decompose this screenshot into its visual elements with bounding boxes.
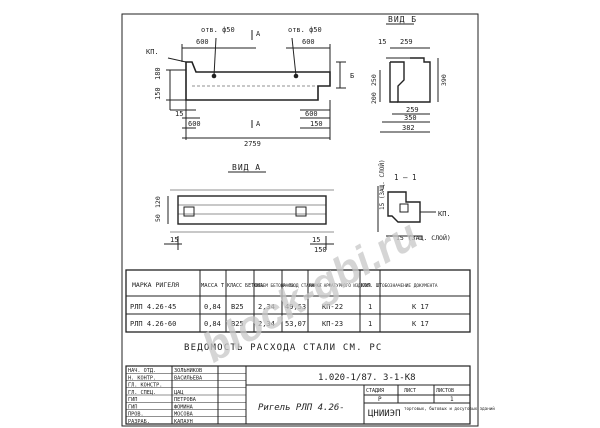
view-a-dim-3: 15 [170, 236, 178, 244]
header-marka-rigelya: МАРКА РИГЕЛЯ [132, 281, 179, 289]
row2-obem: 2,34 [258, 320, 275, 328]
section-dim-bottom: 15 (ЗАЩ. СЛОЙ) [396, 233, 451, 242]
view-a-dim-5: 150 [314, 246, 327, 254]
person-role-2: Н. КОНТР. [128, 375, 156, 381]
person-name-1: ЗОЛЬНИКОВ [174, 368, 202, 374]
dim-total-length: 2759 [244, 140, 261, 148]
beam-elevation [166, 30, 346, 140]
person-name-7: МОСОВА [174, 412, 194, 418]
row1-marka-arm: КП-22 [322, 303, 343, 311]
header-massa: МАССА Т [201, 283, 225, 289]
view-b-dim-2: 259 [400, 38, 413, 46]
dim-bottom-4: 150 [310, 120, 323, 128]
view-b-dim-3: 250 [370, 74, 378, 86]
view-b-dim-7: 350 [404, 114, 417, 122]
doc-code: 1.020-1/87. 3-1-К8 [318, 373, 416, 383]
section-letter-b: Б [350, 72, 354, 80]
kp-label: КП. [146, 48, 159, 56]
row1-massa: 0,84 [204, 303, 221, 311]
person-role-1: НАЧ. ОТД. [128, 368, 156, 374]
dim-bottom-2: 600 [188, 120, 201, 128]
view-a-label: ВИД А [232, 163, 261, 172]
row2-rashod: 53,07 [285, 320, 306, 328]
row1-klass: В25 [231, 303, 244, 311]
row2-marka: РЛП 4.26-60 [130, 320, 176, 328]
row1-obem: 2,34 [258, 303, 275, 311]
title-block-grid [125, 365, 471, 425]
view-b-dim-1: 15 [378, 38, 386, 46]
section-dim-left: 15 (ЗАЩ. СЛОЙ) [379, 159, 386, 210]
dim-bottom-3: 600 [305, 110, 318, 118]
org-name: ЦНИИЭП [368, 409, 401, 419]
stage-value: Р [378, 396, 382, 403]
header-klass-betona: КЛАСС БЕТОНА [227, 283, 263, 289]
row2-klass: В25 [231, 320, 244, 328]
view-b-section [379, 47, 439, 133]
view-a-dim-1: 50 [154, 214, 162, 222]
header-marka-armatury: МАРКА АРМАТУРНОГО ИЗДЕЛИЯ [309, 283, 371, 288]
row2-kol: 1 [368, 320, 372, 328]
section-title: 1 — 1 [394, 173, 417, 182]
person-name-6: ФОМИНА [174, 404, 194, 410]
person-role-4: ГЛ. СПЕЦ. [128, 390, 156, 396]
row1-kol: 1 [368, 303, 372, 311]
person-role-3: ГЛ. КОНСТР. [128, 383, 162, 389]
sheet-frame [121, 13, 479, 427]
header-obem-betona: ОБЪЕМ БЕТОНА М3 [255, 283, 294, 289]
person-name-4: ЦАЦ [174, 390, 183, 396]
view-b-dim-4: 200 [370, 92, 378, 104]
person-name-5: ПЕТРОВА [174, 397, 197, 403]
row1-rashod: 49,53 [285, 303, 306, 311]
header-kol: КОЛ. ШТ [361, 283, 382, 289]
drawing-title: Ригель РЛП 4.26- [258, 403, 345, 413]
view-b-dim-6: 259 [406, 106, 419, 114]
view-b-dim-8: 382 [402, 124, 415, 132]
spec-table-grid [125, 269, 471, 333]
dim-top-2: 600 [302, 38, 315, 46]
sheet-header: ЛИСТ [404, 388, 416, 394]
dim-side-2: 180 [154, 67, 162, 80]
section-letter-bottom: А [256, 120, 261, 128]
sheets-value: 1 [450, 396, 454, 403]
header-oboznachenie: ОБОЗНАЧЕНИЕ ДОКУМЕНТА [382, 283, 438, 289]
row1-doc: К 17 [412, 303, 429, 311]
person-name-8: КАПАУН [174, 419, 193, 425]
dim-bottom-1: 15 [175, 110, 183, 118]
steel-note: ВЕДОМОСТЬ РАСХОДА СТАЛИ СМ. РС [184, 343, 383, 353]
person-role-8: РАЗРАБ. [128, 419, 150, 425]
section-kp-label: КП. [438, 210, 451, 218]
section-1-1 [377, 186, 436, 237]
hole-left-label: отв. ф50 [201, 26, 235, 34]
hole-right-label: отв. ф50 [288, 26, 322, 34]
view-a-dim-4: 15 [312, 236, 320, 244]
person-name-2: ВАСИЛЬЕВА [174, 375, 203, 381]
view-a-drawing [164, 189, 334, 250]
row2-marka-arm: КП-23 [322, 320, 343, 328]
row1-marka: РЛП 4.26-45 [130, 303, 176, 311]
dim-side-1: 150 [154, 87, 162, 100]
section-letter-top: А [256, 30, 261, 38]
stage-header: СТАДИЯ [366, 388, 384, 394]
sheets-header: ЛИСТОВ [436, 388, 454, 394]
view-b-label: ВИД Б [388, 15, 417, 24]
header-rashod-stali: РАСХОД СТАЛИ КГ [283, 283, 322, 289]
org-note: торговых, бытовых и досуговых зданий [404, 406, 495, 411]
view-b-dim-5: 390 [440, 74, 448, 86]
row2-massa: 0,84 [204, 320, 221, 328]
person-role-7: ПРОВ. [128, 412, 144, 418]
person-role-5: ГИП [128, 397, 137, 403]
view-a-dim-2: 120 [154, 196, 162, 208]
person-role-6: ГИП [128, 404, 137, 410]
row2-doc: К 17 [412, 320, 429, 328]
dim-top-1: 600 [196, 38, 209, 46]
